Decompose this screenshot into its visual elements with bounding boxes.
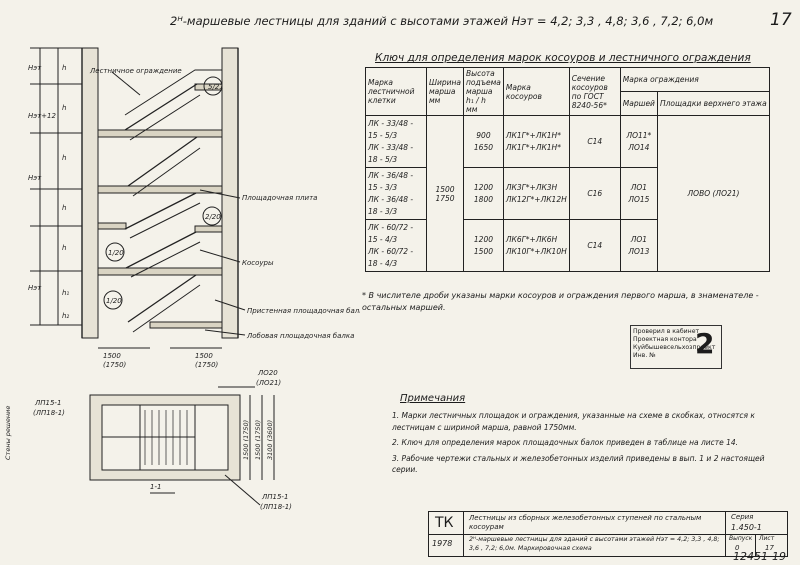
plan-dim-1: 1500 (1750): [242, 420, 250, 460]
tb-sheet-label: Лист: [759, 535, 775, 542]
circle-mark-4: 2/20: [205, 213, 221, 221]
circle-mark-3: 1/20: [106, 297, 122, 305]
plan-label-lp18-left: (ЛП18-1): [33, 409, 65, 417]
tb-issue: 0: [735, 544, 740, 552]
archive-stamp: Проверил в кабинет Проектная контора Куй…: [630, 325, 722, 369]
group1-kosours: ЛК1Г*+ЛК1Н*ЛК1Г*+ЛК1Н*: [502, 115, 570, 168]
stamp-inv-number: 2: [695, 327, 715, 360]
note-item: 2. Ключ для определения марок площадочны…: [392, 438, 739, 447]
plan-label-lo20: ЛО20: [257, 369, 278, 377]
th-kosour: Марка косоуров: [502, 67, 570, 116]
bottom-page: 19: [772, 550, 786, 563]
stamp-line-2: Проектная контора: [633, 336, 697, 343]
level-mark-5: Hэт: [28, 174, 42, 182]
plan-label-lo21: (ЛО21): [256, 379, 281, 387]
plan-side-text: Стены решение: [4, 406, 12, 460]
tb-org: ТК: [435, 515, 454, 531]
notes-list: 1. Марки лестничных площадок и ограждени…: [392, 410, 782, 480]
group1-section: С14: [568, 115, 621, 168]
note-item: 1. Марки лестничных площадок и ограждени…: [392, 411, 755, 432]
stringers-label: Косоуры: [242, 259, 274, 267]
level-mark-9: h: [62, 244, 66, 252]
group1-railing: ЛО11*ЛО14: [619, 115, 659, 168]
plan-section-mark: 1-1: [150, 483, 161, 491]
plan-dim-3: 3100 (3600): [266, 420, 274, 460]
level-mark-4: h: [62, 104, 66, 112]
dim-left-alt: (1750): [103, 361, 127, 369]
stamp-line-1: Проверил в кабинет: [633, 328, 700, 335]
tb-year: 1978: [432, 539, 453, 548]
tb-series-label: Серия: [731, 513, 754, 521]
level-mark-3: h: [62, 64, 66, 72]
page-number: 17: [770, 10, 792, 30]
tb-sheet: 17: [765, 544, 774, 552]
level-mark-2: Hэт+12: [28, 112, 57, 120]
note-item: 3. Рабочие чертежи стальных и железобето…: [392, 453, 765, 475]
title-block: ТК 1978 Лестницы из сборных железобетонн…: [428, 511, 788, 557]
th-railing-group: Марка ограждения: [619, 67, 771, 92]
group3-section: С14: [568, 219, 621, 272]
th-railing-marsh: Маршей: [619, 91, 659, 116]
front-beam-label: Лобовая площадочная балка: [246, 332, 354, 340]
railing-label: Лестничное ограждение: [89, 67, 182, 75]
th-section: Сечение косоуров по ГОСТ 8240-56*: [568, 67, 621, 116]
plan-label-lp18-right: (ЛП18-1): [260, 503, 292, 511]
level-mark-7: h: [62, 204, 66, 212]
stair-plan-drawing: ЛО20 (ЛО21) ЛП15-1 (ЛП18-1) ЛП15-1 (ЛП18…: [4, 369, 292, 511]
group2-section: С16: [568, 167, 621, 220]
level-mark-11: h₂: [62, 312, 69, 320]
notes-title: Примечания: [400, 393, 466, 404]
plan-dim-2: 1500 (1750): [254, 420, 262, 460]
plan-label-lp15-left: ЛП15-1: [34, 399, 61, 407]
circle-mark-1: 5/21: [208, 83, 224, 91]
stamp-inv-label: Инв. №: [633, 352, 656, 359]
level-mark-8: Hэт: [28, 284, 42, 292]
th-marka: Марка лестничной клетки: [365, 67, 427, 116]
th-railing-landing: Площадки верхнего этажа: [657, 91, 770, 116]
plan-label-lp15-right: ЛП15-1: [261, 493, 288, 501]
tb-sheet-title: 2ᴴ-маршевые лестницы для зданий с высота…: [469, 536, 720, 552]
bottom-code: 12451: [733, 550, 768, 563]
tb-name: Лестницы из сборных железобетонных ступе…: [469, 514, 702, 531]
tb-series: 1.450-1: [731, 523, 762, 532]
landing-railing-cell: ЛОВО (ЛО21): [657, 115, 770, 272]
dim-right: 1500: [195, 352, 213, 360]
level-mark-10: h₁: [62, 289, 69, 297]
sheet-title: 2ᴴ-маршевые лестницы для зданий с высота…: [170, 14, 714, 28]
wall-beam-label: Пристенная площадочная балка: [247, 307, 360, 315]
table-footnote: * В числителе дроби указаны марки косоур…: [362, 291, 759, 312]
level-mark-1: Hэт: [28, 64, 42, 72]
level-mark-6: h: [62, 154, 66, 162]
tb-issue-label: Выпуск: [729, 535, 753, 542]
dim-right-alt: (1750): [195, 361, 219, 369]
dim-left: 1500: [103, 352, 121, 360]
key-title: Ключ для определения марок косоуров и ле…: [375, 52, 751, 64]
stair-elevation-drawing: Лестничное ограждение Площадочная плита …: [28, 47, 360, 369]
stamp-line-3: Куйбышевсельхозпроект: [633, 344, 716, 351]
landing-slab-label: Площадочная плита: [242, 194, 317, 202]
circle-mark-2: 1/20: [108, 249, 124, 257]
